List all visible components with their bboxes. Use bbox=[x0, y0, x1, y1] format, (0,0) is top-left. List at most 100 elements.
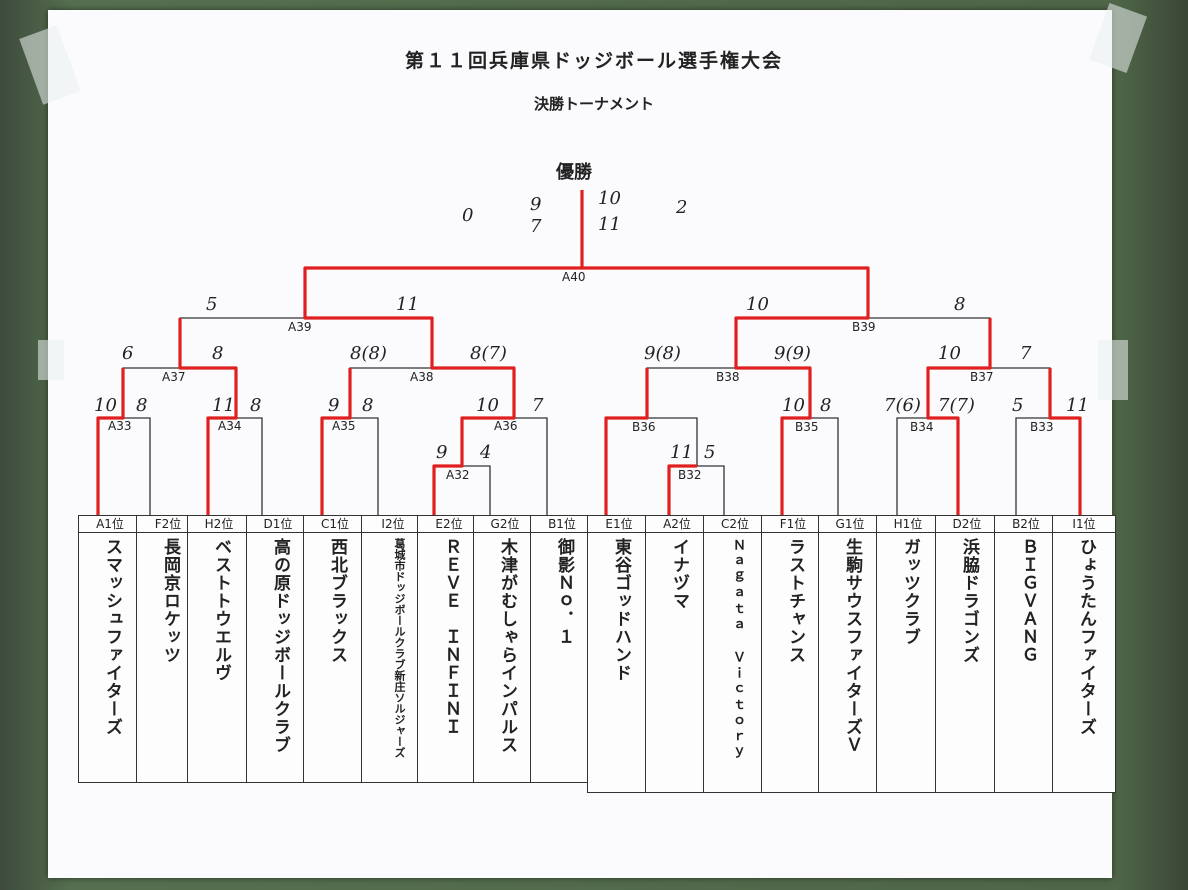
score-a33-right: 8 bbox=[136, 395, 148, 416]
score-b37-right: 7 bbox=[1020, 343, 1032, 364]
team-seed: B1位 bbox=[531, 516, 593, 533]
team-name: 御影Ｎｏ．１ bbox=[554, 538, 574, 646]
match-label-b37: B37 bbox=[970, 370, 994, 384]
team-name: 高の原ドッジボールクラブ bbox=[270, 538, 290, 754]
score-a37-left: 6 bbox=[122, 343, 134, 364]
score-a36-left: 10 bbox=[476, 395, 499, 416]
match-label-b39: B39 bbox=[852, 320, 876, 334]
score-final-2: 9 bbox=[530, 194, 542, 215]
score-a36-right: 7 bbox=[532, 395, 544, 416]
winner-path-b32 bbox=[667, 464, 697, 515]
team-seed: H2位 bbox=[188, 516, 250, 533]
team-seed: D1位 bbox=[247, 516, 309, 533]
team-box: D1位 高の原ドッジボールクラブ bbox=[246, 515, 310, 783]
match-label-a38: A38 bbox=[410, 370, 434, 384]
team-name: ベストトウエルヴ bbox=[211, 538, 231, 682]
team-box: I1位 ひょうたんファイターズ bbox=[1052, 515, 1116, 793]
match-label-a34: A34 bbox=[218, 419, 242, 433]
team-seed: G2位 bbox=[474, 516, 536, 533]
match-label-a37: A37 bbox=[162, 370, 186, 384]
team-box: I2位 葛城市ドッジボールクラブ新庄ソルジャーズ bbox=[361, 515, 425, 783]
team-box: E1位 東谷ゴッドハンド bbox=[587, 515, 651, 793]
team-name: 木津がむしゃらインパルス bbox=[497, 538, 517, 754]
team-seed: F2位 bbox=[137, 516, 199, 533]
score-final-4: 10 bbox=[598, 188, 621, 209]
winner-label: 優勝 bbox=[556, 162, 592, 183]
winner-path-b35-b39 bbox=[582, 266, 870, 515]
team-box: H2位 ベストトウエルヴ bbox=[187, 515, 251, 783]
team-name: イナヅマ bbox=[669, 538, 689, 610]
team-name: ひょうたんファイターズ bbox=[1076, 538, 1096, 736]
team-name: ラストチャンス bbox=[785, 538, 805, 664]
score-a39-left: 5 bbox=[206, 294, 218, 315]
score-a35-right: 8 bbox=[362, 395, 374, 416]
team-box: H1位 ガッツクラブ bbox=[876, 515, 940, 793]
score-b37-left: 10 bbox=[938, 343, 961, 364]
match-label-b38: B38 bbox=[716, 370, 740, 384]
tape-right-mid bbox=[1098, 340, 1128, 400]
score-final-3: 7 bbox=[530, 216, 542, 237]
score-a34-right: 8 bbox=[250, 395, 262, 416]
team-seed: H1位 bbox=[877, 516, 939, 533]
tape-left-mid bbox=[38, 340, 64, 380]
team-name: 葛城市ドッジボールクラブ新庄ソルジャーズ bbox=[393, 538, 406, 758]
winner-path-a35 bbox=[320, 368, 352, 515]
bracket-winner-lines bbox=[96, 190, 1082, 515]
team-name: 西北ブラックス bbox=[327, 538, 347, 664]
score-a37-right: 8 bbox=[212, 343, 224, 364]
team-name: 長岡京ロケッツ bbox=[160, 538, 180, 664]
team-box: G2位 木津がむしゃらインパルス bbox=[473, 515, 537, 783]
match-label-a36: A36 bbox=[494, 419, 518, 433]
team-name: ＢＩＧＶＡＮＧ bbox=[1018, 538, 1038, 664]
winner-path-a34-a37 bbox=[178, 318, 238, 515]
score-b33-right: 11 bbox=[1066, 395, 1089, 416]
match-label-b32: B32 bbox=[678, 468, 702, 482]
match-label-b35: B35 bbox=[795, 420, 819, 434]
team-seed: G1位 bbox=[819, 516, 881, 533]
match-label-b36: B36 bbox=[632, 420, 656, 434]
match-label-a32: A32 bbox=[446, 468, 470, 482]
score-b39-right: 8 bbox=[954, 294, 966, 315]
score-b36-right: 5 bbox=[704, 442, 716, 463]
team-box: G1位 生駒サウスファイターズＶ bbox=[818, 515, 882, 793]
score-a39-right: 11 bbox=[396, 294, 419, 315]
match-label-a35: A35 bbox=[332, 419, 356, 433]
team-box: B2位 ＢＩＧＶＡＮＧ bbox=[994, 515, 1058, 793]
score-a32-left: 9 bbox=[436, 442, 448, 463]
team-box: D2位 浜脇ドラゴンズ bbox=[935, 515, 999, 793]
bracket-black-lines bbox=[97, 267, 1081, 515]
score-a38-right: 8(7) bbox=[470, 343, 507, 364]
team-seed: E1位 bbox=[588, 516, 650, 533]
team-name: ＲＥＶＥ ＩＮＦＩＮＩ bbox=[441, 538, 461, 736]
winner-path-a32-champion bbox=[303, 190, 584, 515]
winner-path-a33 bbox=[96, 368, 125, 515]
score-b38-right: 9(9) bbox=[774, 343, 811, 364]
score-b34-right: 7(7) bbox=[938, 395, 975, 416]
score-b39-left: 10 bbox=[746, 294, 769, 315]
team-seed: I2位 bbox=[362, 516, 424, 533]
winner-path-b34-b37 bbox=[926, 318, 992, 515]
team-seed: I1位 bbox=[1053, 516, 1115, 533]
score-final-6: 2 bbox=[676, 197, 688, 218]
team-name: 生駒サウスファイターズＶ bbox=[842, 538, 862, 754]
team-box: A2位 イナヅマ bbox=[645, 515, 709, 793]
team-seed: D2位 bbox=[936, 516, 998, 533]
score-b38-left: 9(8) bbox=[644, 343, 681, 364]
team-name: 浜脇ドラゴンズ bbox=[959, 538, 979, 664]
match-label-b34: B34 bbox=[910, 420, 934, 434]
team-box: C1位 西北ブラックス bbox=[303, 515, 367, 783]
score-a32-right: 4 bbox=[480, 442, 492, 463]
team-box: B1位 御影Ｎｏ．１ bbox=[530, 515, 594, 783]
team-seed: F1位 bbox=[762, 516, 824, 533]
team-seed: A2位 bbox=[646, 516, 708, 533]
match-label-a33: A33 bbox=[108, 419, 132, 433]
page-title: 第１１回兵庫県ドッジボール選手権大会 bbox=[404, 50, 783, 72]
team-seed: C1位 bbox=[304, 516, 366, 533]
bracket-a40 bbox=[304, 267, 869, 318]
score-a34-left: 11 bbox=[212, 395, 235, 416]
team-box: A1位 スマッシュファイターズ bbox=[78, 515, 142, 783]
team-name: ガッツクラブ bbox=[900, 538, 920, 646]
team-name: Ｎａｇａｔａ Ｖｉｃｔｏｒｙ bbox=[730, 538, 745, 762]
team-seed: E2位 bbox=[418, 516, 480, 533]
